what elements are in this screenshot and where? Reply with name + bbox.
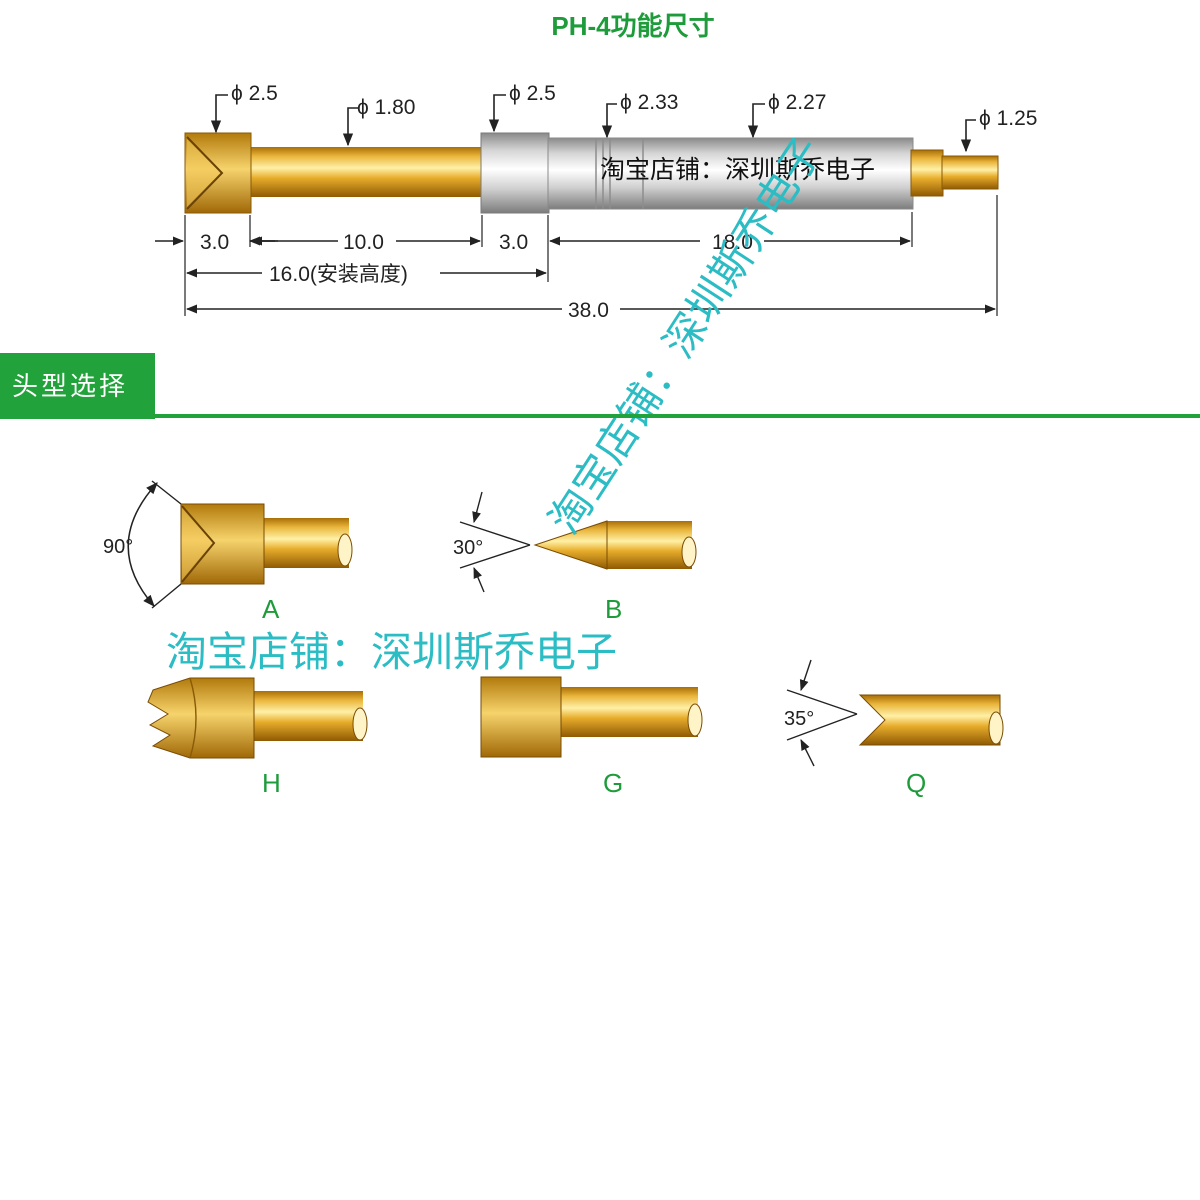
- type-label-g: G: [603, 768, 623, 798]
- section-tab: 头型选择: [0, 353, 155, 419]
- type-label-b: B: [605, 594, 622, 624]
- type-label-a: A: [262, 594, 280, 624]
- dia-label-6: ϕ 1.25: [979, 107, 1037, 130]
- head-type-a: 90° A: [103, 480, 353, 624]
- barrel-collar: [480, 132, 550, 214]
- type-label-q: Q: [906, 768, 926, 798]
- type-label-h: H: [262, 768, 281, 798]
- length-label-4: 18.0: [712, 231, 753, 254]
- tail-pin: [941, 155, 999, 190]
- dia-label-5: ϕ 2.27: [768, 91, 826, 114]
- head-type-g: G: [480, 676, 703, 798]
- head-type-h: H: [147, 677, 368, 798]
- barrel-body: [547, 137, 914, 210]
- install-height-label: 16.0(安装高度): [269, 263, 408, 286]
- page-title: PH-4功能尺寸: [551, 11, 715, 41]
- dia-label-1: ϕ 2.5: [231, 82, 278, 105]
- dia-label-2: ϕ 1.80: [357, 96, 415, 119]
- angle-label-a: 90°: [103, 536, 133, 558]
- section-divider: [0, 414, 1200, 418]
- length-label-3: 3.0: [499, 231, 528, 254]
- barrel-label: 淘宝店铺：深圳斯乔电子: [600, 156, 875, 184]
- dia-label-4: ϕ 2.33: [620, 91, 678, 114]
- length-label-1: 3.0: [200, 231, 229, 254]
- extension-lines: [184, 195, 998, 316]
- plunger-shaft: [249, 147, 486, 197]
- head-type-b: 30° B: [453, 491, 697, 624]
- tail-collar: [910, 149, 944, 197]
- dia-label-3: ϕ 2.5: [509, 82, 556, 105]
- length-dimension-lines: [155, 236, 997, 314]
- total-length-label: 38.0: [568, 299, 609, 322]
- angle-label-q: 35°: [784, 708, 814, 730]
- diameter-callouts: [210, 94, 976, 153]
- head-type-q: 35° Q: [784, 659, 1004, 798]
- length-label-2: 10.0: [343, 231, 384, 254]
- angle-label-b: 30°: [453, 537, 483, 559]
- probe-main: 淘宝店铺：深圳斯乔电子: [184, 132, 999, 214]
- watermark-horizontal: 淘宝店铺：深圳斯乔电子: [166, 628, 617, 676]
- head-v-groove: [186, 136, 224, 210]
